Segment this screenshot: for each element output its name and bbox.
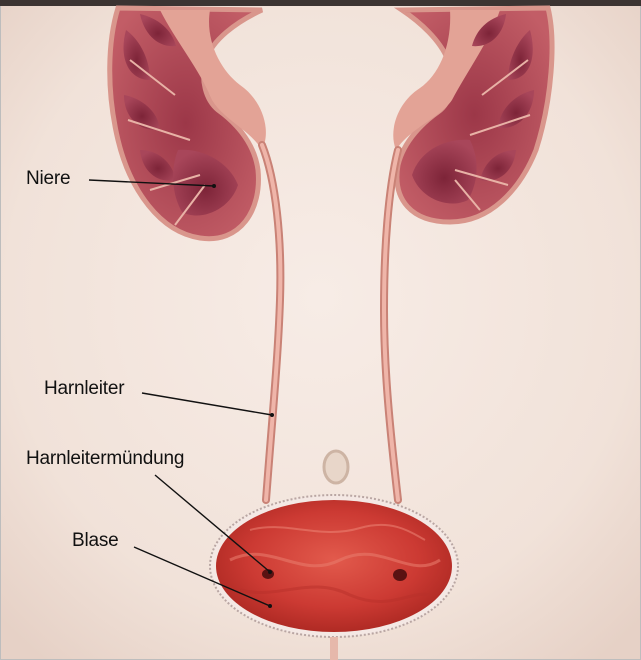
right-ureter-orifice: [393, 569, 407, 581]
label-bladder: Blase: [72, 530, 119, 552]
label-ureter: Harnleiter: [44, 378, 124, 400]
label-kidney: Niere: [26, 168, 70, 190]
navel: [324, 451, 348, 483]
top-dark-edge: [0, 0, 641, 6]
label-ureter-orifice: Harnleitermündung: [26, 448, 184, 470]
